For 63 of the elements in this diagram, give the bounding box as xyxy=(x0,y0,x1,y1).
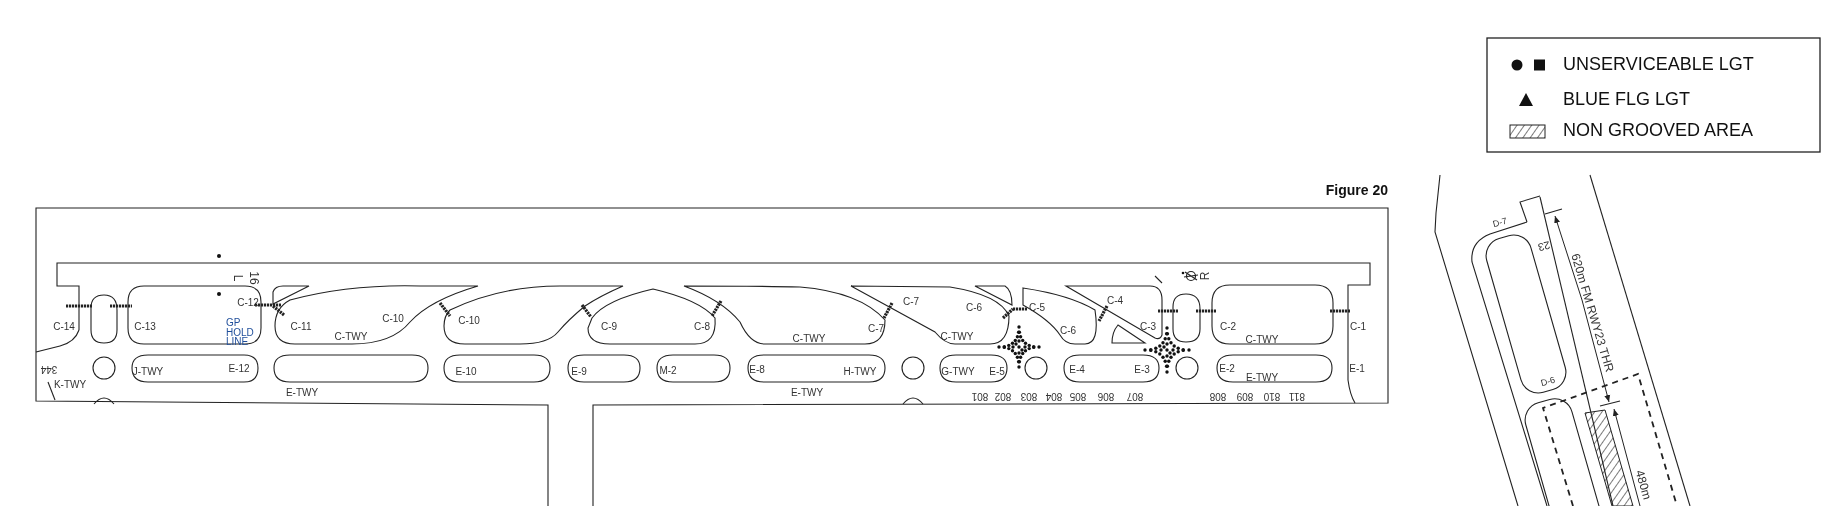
runway-designator: R xyxy=(1199,271,1211,281)
taxiway-label: C-3 xyxy=(1139,320,1157,332)
runway-designator: 16 xyxy=(247,271,259,285)
marking-number: 805 xyxy=(1069,390,1087,402)
taxiway-label: C-6 xyxy=(1059,324,1077,336)
legend-label: NON GROOVED AREA xyxy=(1563,120,1754,141)
taxiway-label: E-TWY xyxy=(1245,371,1279,383)
taxiway-label: E-2 xyxy=(1219,362,1235,374)
taxiway-label: E-10 xyxy=(455,365,477,377)
taxiway-label: E-4 xyxy=(1069,363,1085,375)
taxiway-label: C-10 xyxy=(382,312,404,324)
marking-number: 807 xyxy=(1126,390,1144,402)
taxiway-label: C-TWY xyxy=(334,330,368,342)
taxiway-label: C-14 xyxy=(53,320,75,332)
taxiway-label: C-5 xyxy=(1028,301,1046,313)
dimension-label: 480m xyxy=(1633,469,1653,501)
taxiway-label: C-TWY xyxy=(792,332,826,344)
taxiway-label: D-6 xyxy=(1539,374,1557,390)
taxiway-label: C-2 xyxy=(1219,320,1237,332)
taxiway-label: C-7 xyxy=(867,322,885,334)
marking-number: 808 xyxy=(1209,390,1227,402)
taxiway-label: E-9 xyxy=(571,365,587,377)
marking-number: 801 xyxy=(971,390,989,402)
taxiway-label: C-7 xyxy=(902,295,920,307)
taxiway-label: K-TWY xyxy=(53,378,87,390)
marking-number: 811 xyxy=(1289,390,1305,402)
taxiway-label: C-13 xyxy=(134,320,156,332)
runway-designator: L xyxy=(231,274,243,282)
figure-title: Figure 20 xyxy=(1325,182,1388,198)
taxiway-label: C-TWY xyxy=(940,330,974,342)
taxiway-label: M-2 xyxy=(659,364,677,376)
taxiway-label: C-TWY xyxy=(1245,333,1279,345)
taxiway-label: E-3 xyxy=(1134,363,1150,375)
marking-number: 804 xyxy=(1045,390,1063,402)
hold-line-label: GP HOLD LINE xyxy=(226,318,255,347)
taxiway-label: E-TWY xyxy=(790,386,824,398)
taxiway-label: C-9 xyxy=(600,320,618,332)
taxiway-label: C-4 xyxy=(1106,294,1124,306)
taxiway-label: C-12 xyxy=(237,296,259,308)
taxiway-label: C-11 xyxy=(290,320,312,332)
marking-number: 803 xyxy=(1020,390,1038,402)
marking-number: 806 xyxy=(1097,390,1115,402)
taxiway-label: E-1 xyxy=(1349,362,1365,374)
marking-number: 344 xyxy=(40,363,58,375)
legend-label: BLUE FLG LGT xyxy=(1563,89,1691,110)
taxiway-label: E-12 xyxy=(228,362,250,374)
taxiway-label: J-TWY xyxy=(132,365,164,377)
taxiway-label: C-8 xyxy=(693,320,711,332)
taxiway-label: E-8 xyxy=(749,363,765,375)
marking-number: 810 xyxy=(1263,390,1281,402)
runway-designator: 23 xyxy=(1536,239,1552,253)
marking-number: 809 xyxy=(1236,390,1254,402)
taxiway-label: D-7 xyxy=(1491,215,1509,231)
taxiway-label: G-TWY xyxy=(941,365,975,377)
dimension-label: 620m FM RWY23 THR xyxy=(1569,252,1615,374)
legend-label: UNSERVICEABLE LGT xyxy=(1563,54,1754,75)
taxiway-label: C-1 xyxy=(1349,320,1367,332)
taxiway-label: E-TWY xyxy=(285,386,319,398)
taxiway-label: C-10 xyxy=(458,314,480,326)
taxiway-label: E-5 xyxy=(989,365,1005,377)
taxiway-label: C-6 xyxy=(965,301,983,313)
taxiway-label: H-TWY xyxy=(843,365,877,377)
marking-number: 802 xyxy=(994,390,1012,402)
